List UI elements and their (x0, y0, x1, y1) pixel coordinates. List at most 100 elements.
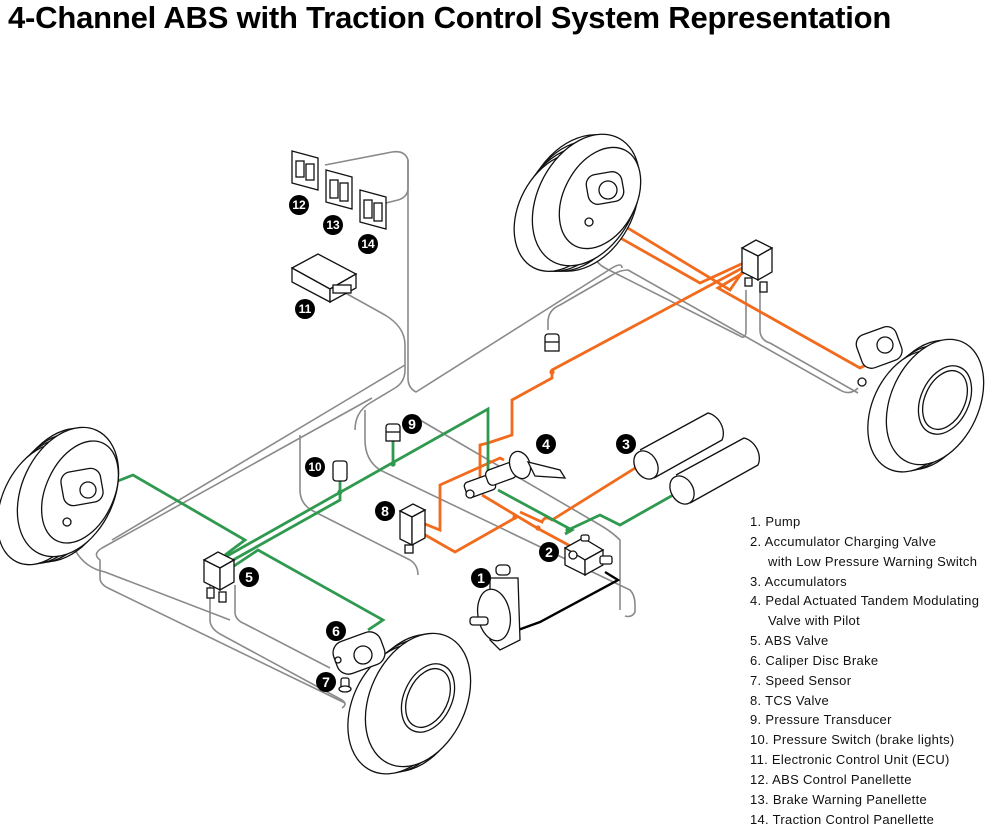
hydraulic-primary-lines (419, 208, 873, 554)
pressure-switch (332, 460, 348, 482)
legend-item: 13. Brake Warning Panellette (750, 791, 928, 807)
legend-item: 4. Pedal Actuated Tandem Modulating (750, 593, 980, 609)
legend-item: 12. ABS Control Panellette (750, 771, 912, 787)
svg-text:3: 3 (622, 436, 630, 452)
diagram-title: 4-Channel ABS with Traction Control Syst… (8, 0, 892, 35)
green-junction (390, 461, 396, 467)
pump-supply-line (517, 570, 621, 632)
callout-badge-13: 13 (323, 215, 343, 235)
abs-control-panellette (291, 150, 319, 191)
legend-item: 8. TCS Valve (750, 692, 829, 708)
accumulators (633, 412, 760, 505)
abs-valve-rear (740, 239, 774, 293)
electrical-wiring (64, 150, 859, 709)
callout-badge-8: 8 (375, 501, 395, 521)
legend-item: 6. Caliper Disc Brake (750, 652, 879, 668)
orange-to-8-b (419, 516, 516, 554)
legend-item-continuation: Valve with Pilot (768, 613, 860, 629)
callout-badge-1: 1 (471, 568, 491, 588)
callout-badge-7: 7 (316, 672, 336, 692)
orange-to-2 (481, 493, 575, 550)
wire-to-2 (419, 419, 621, 610)
svg-text:13: 13 (326, 218, 340, 232)
green-front-left-wheel (99, 473, 248, 557)
wire-main-vertical (407, 160, 623, 393)
legend-item-continuation: with Low Pressure Warning Switch (768, 553, 978, 569)
orange-rear-right-brake (715, 268, 873, 370)
green-junction (337, 489, 343, 495)
wire-left-lower (111, 364, 406, 541)
caliper-disc-brake (332, 631, 386, 675)
abs-valve-front (202, 551, 236, 603)
legend-item: 9. Pressure Transducer (750, 712, 892, 728)
orange-junction (535, 525, 541, 531)
wheel-front-left (0, 426, 120, 566)
svg-text:4: 4 (542, 436, 550, 452)
svg-text:7: 7 (322, 674, 330, 690)
wheel-rear-left (513, 133, 642, 272)
callout-badge-3: 3 (616, 434, 636, 454)
wire-to-9 (364, 410, 636, 618)
rear-pressure-sensor (544, 333, 560, 352)
callout-badge-4: 4 (536, 434, 556, 454)
legend-item: 7. Speed Sensor (750, 672, 852, 688)
svg-text:10: 10 (308, 460, 322, 474)
wire-sensor-bottom (209, 585, 346, 709)
orange-junction (549, 369, 555, 375)
wire-loop-left (299, 435, 419, 576)
svg-text:9: 9 (408, 416, 416, 432)
legend-item: 11. Electronic Control Unit (ECU) (750, 752, 950, 768)
hydraulic-secondary-lines (99, 406, 683, 632)
orange-to-8-a (419, 456, 505, 533)
tcs-valve (398, 503, 427, 554)
legend-item: 10. Pressure Switch (brake lights) (750, 732, 955, 748)
wheel-rear-right (855, 326, 985, 473)
pump (469, 564, 521, 651)
svg-text:12: 12 (292, 198, 306, 212)
green-abs-to-trunk-2 (225, 475, 342, 566)
svg-text:8: 8 (381, 503, 389, 519)
green-to-2 (497, 488, 575, 536)
svg-text:14: 14 (361, 237, 375, 251)
brake-warning-panellette (325, 169, 353, 210)
legend-item: 1. Pump (750, 514, 801, 529)
green-to-accumulator (567, 488, 683, 532)
callout-badge-10: 10 (305, 457, 325, 477)
orange-rear-left-brake (584, 216, 751, 285)
green-abs-to-trunk (219, 406, 490, 562)
pedal-actuated-tandem-modulating-valve (463, 450, 567, 499)
pressure-transducer (385, 423, 401, 442)
wire-left-diagonal (95, 397, 373, 572)
wire-right-sensor2 (759, 285, 859, 394)
legend-item: 14. Traction Control Panellette (750, 811, 935, 827)
callout-badge-12: 12 (289, 195, 309, 215)
callout-badge-2: 2 (539, 542, 559, 562)
svg-text:6: 6 (332, 623, 340, 639)
svg-text:5: 5 (245, 569, 253, 585)
speed-sensor (338, 677, 352, 693)
accumulator-charging-valve (563, 534, 613, 577)
legend-item: 3. Accumulators (750, 573, 847, 589)
svg-text:2: 2 (545, 544, 553, 560)
wire-sensor-bottom2 (234, 585, 331, 669)
wire-ecu (339, 289, 406, 431)
wire-upper-right (547, 269, 859, 394)
wheel-front-right (347, 632, 472, 775)
orange-junction (512, 514, 518, 520)
component-legend: 1. Pump 2. Accumulator Charging Valve wi… (750, 512, 979, 830)
green-abs-to-caliper (233, 548, 386, 632)
callout-badge-11: 11 (295, 299, 315, 319)
legend-item: 2. Accumulator Charging Valve (750, 533, 937, 549)
callout-badge-14: 14 (358, 234, 378, 254)
legend-item: 5. ABS Valve (750, 633, 829, 649)
green-junction (565, 527, 571, 533)
ecu (290, 253, 358, 304)
wire-bottom-left (99, 570, 346, 704)
svg-text:1: 1 (477, 570, 485, 586)
callout-badge-9: 9 (402, 414, 422, 434)
svg-text:11: 11 (299, 302, 312, 316)
traction-control-panellette (359, 189, 387, 230)
callout-badges: 1 2 3 4 5 6 7 8 9 10 11 12 13 14 (239, 195, 636, 692)
callout-badge-6: 6 (326, 621, 346, 641)
